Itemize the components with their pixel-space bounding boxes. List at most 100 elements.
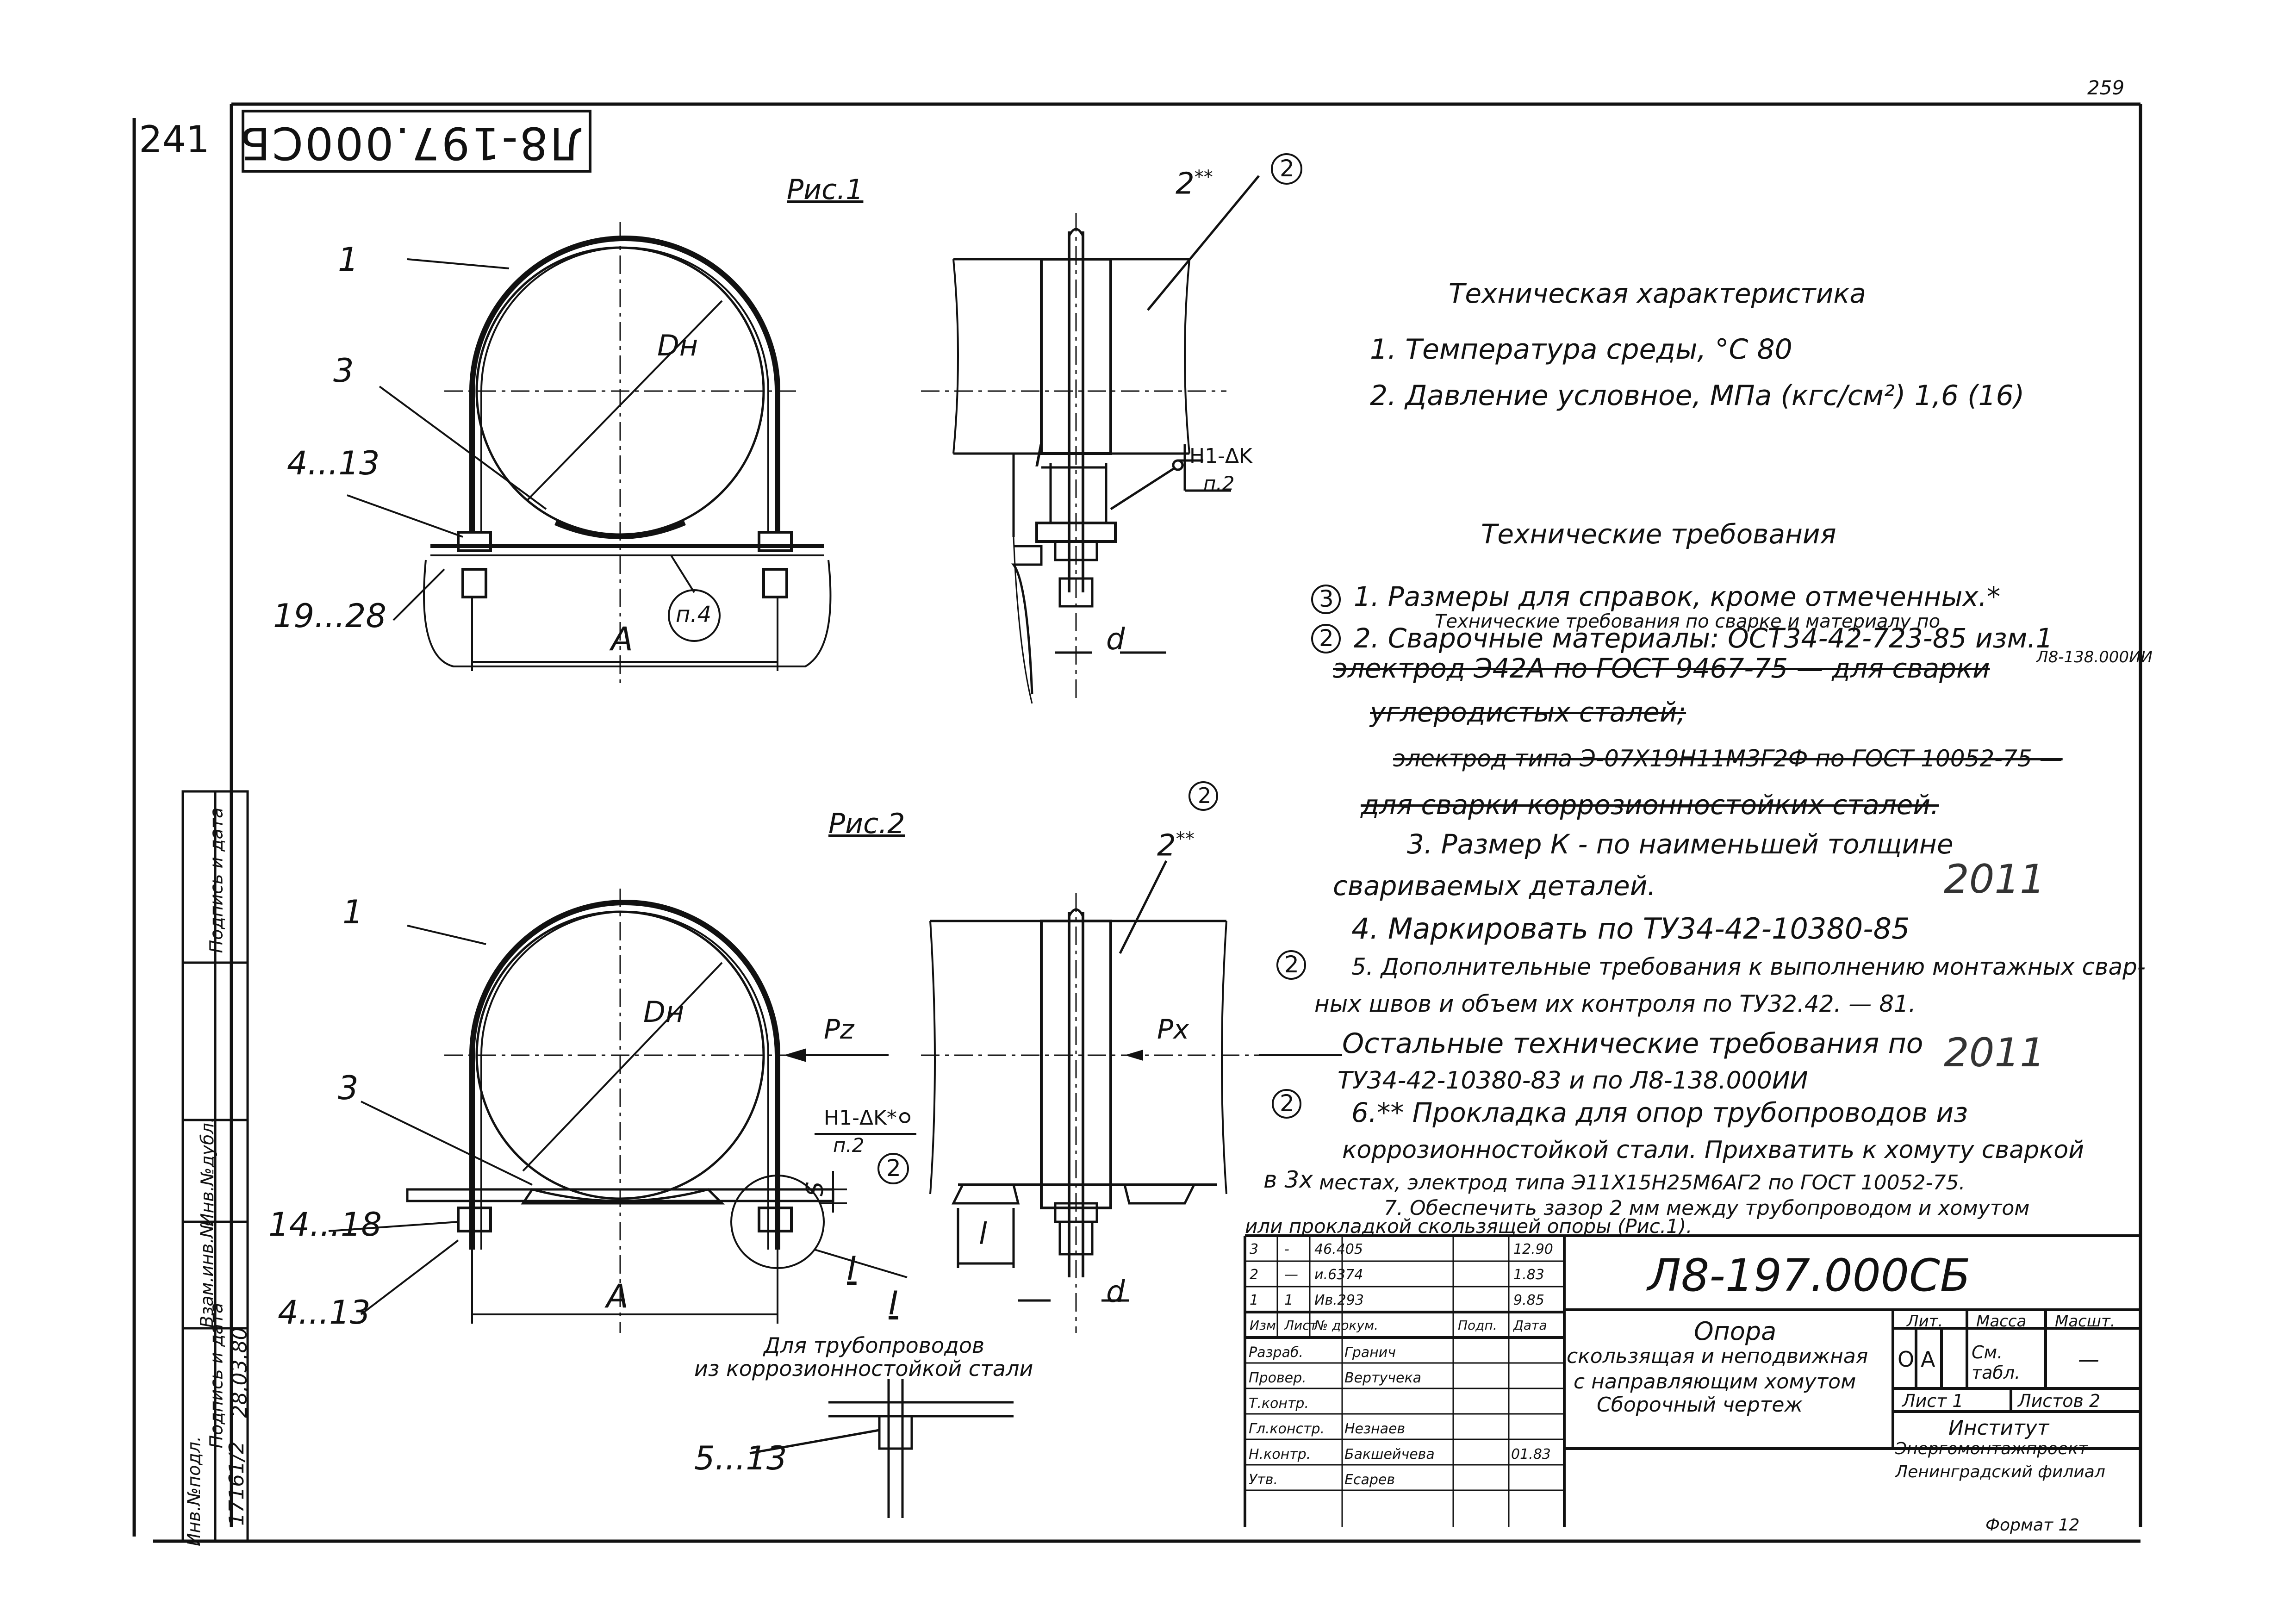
- side-stamp-inv-dubl: Инв.№дубл.: [197, 1117, 218, 1226]
- title-scale-value: —: [2078, 1347, 2099, 1372]
- revision-cell: 9.85: [1513, 1292, 1544, 1308]
- fig2-circle-mark-left: [877, 1153, 909, 1184]
- revision-cell: 1.83: [1513, 1267, 1544, 1283]
- req-5a: 5. Дополнительные требования к выполнени…: [1351, 953, 2146, 980]
- fig2-label-l: l: [979, 1217, 987, 1251]
- sheet-frame: [132, 102, 2142, 1543]
- fig2-dimensions: [328, 925, 916, 1324]
- role-title: Гл.констр.: [1249, 1421, 1325, 1437]
- handwritten-2011-b: 2011: [1944, 1030, 2045, 1076]
- role-title: Разраб.: [1249, 1344, 1303, 1361]
- detail-label-5-13: 5...13: [694, 1439, 787, 1477]
- revision-header-cell: № докум.: [1314, 1318, 1379, 1333]
- side-stamp-inv-podl: Инв.№подл.: [184, 1436, 205, 1547]
- rotated-doc-code: Л8-197.000СБ: [238, 117, 583, 169]
- fig2-circle-2: 2: [1198, 783, 1212, 808]
- req-circle-2-c: 2: [1280, 1090, 1294, 1117]
- fig1-label-2-mark: **: [1194, 167, 1213, 188]
- fig1-label-3: 3: [333, 352, 354, 390]
- revision-header-cell: Лист: [1284, 1318, 1317, 1333]
- title-block-grid: [1245, 1236, 1564, 1527]
- title-org-2: Энергомонтажпроект: [1895, 1439, 2088, 1458]
- title-name-4: Сборочный чертеж: [1597, 1393, 1803, 1417]
- revision-cell: -: [1284, 1241, 1289, 1257]
- detail-5-13: [749, 1379, 1014, 1518]
- page-number: 259: [2087, 76, 2125, 99]
- tech-char-line-1: 1. Температура среды, °С 80: [1370, 333, 1792, 366]
- fig2-label-dh: Dн: [643, 995, 684, 1029]
- fig2-side-centerlines: [921, 893, 1259, 1333]
- req-4: 4. Маркировать по ТУ34-42-10380-85: [1351, 912, 1910, 946]
- revision-header-cell: Подп.: [1458, 1318, 1497, 1333]
- fig1-weld-p2: п.2: [1203, 472, 1235, 495]
- role-person: Незнаев: [1344, 1421, 1406, 1437]
- side-stamp-sign-date-2: Подпись и дата: [206, 807, 227, 953]
- fig2-side-view: [929, 860, 1227, 1302]
- fig2-circle-mark: [1188, 781, 1218, 811]
- req-5c: Остальные технические требования по: [1342, 1027, 1923, 1060]
- fig2-title: Рис.2: [828, 808, 905, 840]
- revision-cell: 2: [1250, 1267, 1259, 1283]
- tech-req-title: Технические требования: [1481, 518, 1836, 550]
- req-circle-2-b: 2: [1284, 951, 1299, 978]
- req-circle-marks: [1272, 585, 1341, 1119]
- fig1-dimensions: [347, 258, 778, 671]
- fig1-label-dh: Dн: [657, 329, 698, 362]
- req-2: 2. Сварочные материалы: ОСТ34-42-723-85 …: [1354, 622, 2053, 654]
- req-6c-prefix: в 3х: [1263, 1166, 1313, 1193]
- role-person: Есарев: [1344, 1472, 1395, 1488]
- fig1-label-2-num: 2: [1176, 167, 1195, 201]
- req-2-insert: Технические требования по сварке и матер…: [1435, 611, 1941, 632]
- fig1-label-d: d: [1106, 622, 1125, 657]
- revision-cell: 3: [1250, 1241, 1259, 1257]
- fig2-label-1: 1: [342, 893, 363, 931]
- fig1-label-l: l: [1034, 440, 1043, 474]
- handwritten-2011-a: 2011: [1944, 856, 2045, 902]
- fig2-label-px: Px: [1157, 1014, 1189, 1045]
- fig1-circle-mark: [1271, 153, 1302, 185]
- fig2-label-i-detail: I: [889, 1284, 898, 1322]
- revision-header-cell: Дата: [1513, 1318, 1547, 1333]
- title-format: Формат 12: [1985, 1516, 2080, 1535]
- revision-cell: 1: [1250, 1292, 1259, 1308]
- fig2-centerlines: [444, 889, 801, 1333]
- req-2a: электрод Э42А по ГОСТ 9467-75 — для свар…: [1333, 653, 1990, 684]
- fig2-label-2-num: 2: [1157, 828, 1176, 863]
- fig2-label-pz: Pz: [824, 1014, 854, 1045]
- revision-cell: 1: [1284, 1292, 1294, 1308]
- revision-cell: —: [1284, 1267, 1298, 1283]
- fig1-label-n4: п.4: [676, 602, 712, 628]
- role-person: Бакшейчева: [1344, 1446, 1435, 1462]
- req-circle-2: 2: [1319, 625, 1334, 652]
- title-lit-2: А: [1921, 1347, 1935, 1372]
- req-2d: для сварки коррозионностойких сталей.: [1361, 789, 1939, 821]
- req-circle-3: 3: [1319, 585, 1334, 612]
- fig2-circle-2-left: 2: [886, 1155, 901, 1182]
- title-name-1: Опора: [1694, 1317, 1777, 1346]
- revision-cell: 46.405: [1314, 1241, 1363, 1257]
- req-6b: коррозионностойкой стали. Прихватить к х…: [1342, 1136, 2084, 1164]
- fig2-label-2-mark: **: [1176, 828, 1195, 850]
- fig2-px-arrow: [1125, 1050, 1143, 1061]
- fig1-weld-symbol: Н1-ΔK: [1189, 444, 1252, 468]
- fig2-label-3: 3: [338, 1069, 359, 1107]
- fig1-label-1: 1: [338, 241, 359, 279]
- req-2b: углеродистых сталей;: [1370, 697, 1686, 728]
- fig2-label-s: S: [801, 1182, 828, 1196]
- title-sheet: Лист 1: [1902, 1391, 1964, 1411]
- title-org-1: Институт: [1948, 1416, 2049, 1440]
- role-date: 01.83: [1511, 1446, 1551, 1462]
- title-mass-value: См. табл.: [1972, 1342, 2021, 1383]
- req-7b: или прокладкой скользящей опоры (Рис.1).: [1245, 1215, 1692, 1238]
- role-title: Т.контр.: [1249, 1395, 1309, 1412]
- fig2-label-d: d: [1106, 1275, 1125, 1309]
- role-person: Гранич: [1344, 1344, 1396, 1361]
- req-5d: ТУ34-42-10380-83 и по Л8-138.000ИИ: [1338, 1067, 1808, 1095]
- title-doc-number: Л8-197.000СБ: [1648, 1250, 1971, 1301]
- revision-header-cell: Изм.: [1250, 1318, 1280, 1333]
- title-sheets: Листов 2: [2018, 1391, 2101, 1411]
- fig1-circle-2: 2: [1280, 155, 1294, 182]
- title-block-frame: [1244, 1234, 2140, 1527]
- fig1-side-centerlines: [921, 213, 1226, 703]
